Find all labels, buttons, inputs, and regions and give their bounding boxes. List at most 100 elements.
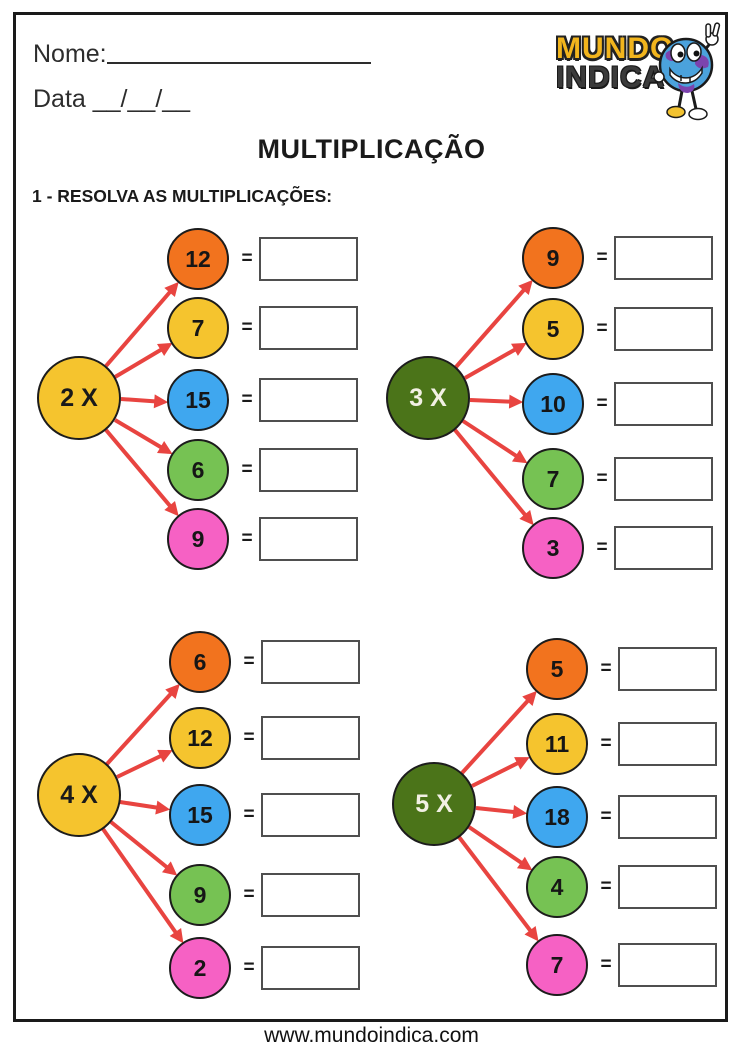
arrow [467, 825, 533, 871]
answer-box[interactable] [259, 378, 358, 422]
multiplication-row: 15 = [169, 784, 360, 846]
name-blank-line[interactable] [106, 62, 371, 64]
multiplicand-value: 7 [546, 465, 560, 492]
multiplication-row: 4 = [526, 856, 717, 918]
answer-box[interactable] [259, 517, 358, 561]
multiplicand-value: 5 [546, 315, 560, 342]
multiplication-row: 12 = [167, 228, 358, 290]
multiplication-row: 6 = [169, 631, 360, 693]
multiplicand-circle: 12 [169, 707, 231, 769]
equals-sign: = [241, 248, 253, 269]
multiplicand-value: 9 [191, 525, 205, 552]
arrow [105, 683, 180, 766]
answer-box[interactable] [618, 865, 717, 909]
answer-box[interactable] [259, 306, 358, 350]
multiplication-row: 18 = [526, 786, 717, 848]
answer-box[interactable] [261, 873, 360, 917]
multiplication-row: 15 = [167, 369, 358, 431]
multiplicand-value: 4 [550, 873, 564, 900]
arrow [104, 428, 179, 517]
multiplication-row: 6 = [167, 439, 358, 501]
multiplicand-circle: 18 [526, 786, 588, 848]
name-field: Nome: [33, 40, 371, 69]
arrow [453, 428, 534, 526]
multiplication-row: 10 = [522, 373, 713, 435]
multiplication-row: 9 = [167, 508, 358, 570]
multiplication-row: 7 = [526, 934, 717, 996]
arrow [454, 279, 533, 369]
answer-box[interactable] [618, 943, 717, 987]
equals-sign: = [241, 459, 253, 480]
arrow [101, 827, 184, 944]
multiplicand-value: 7 [191, 314, 205, 341]
multiplicand-circle: 7 [522, 448, 584, 510]
answer-box[interactable] [618, 722, 717, 766]
multiplication-row: 11 = [526, 713, 717, 775]
exercise-instruction: 1 - RESOLVA AS MULTIPLICAÇÕES: [32, 186, 333, 206]
multiplicand-circle: 5 [526, 638, 588, 700]
equals-sign: = [596, 247, 608, 268]
arrow [461, 419, 528, 464]
answer-box[interactable] [261, 640, 360, 684]
answer-box[interactable] [618, 647, 717, 691]
multiplicand-circle: 9 [522, 227, 584, 289]
answer-box[interactable] [614, 307, 713, 351]
equals-sign: = [241, 389, 253, 410]
multiplicand-circle: 9 [169, 864, 231, 926]
multiplication-row: 12 = [169, 707, 360, 769]
multiplicand-circle: 6 [169, 631, 231, 693]
arrow [460, 690, 537, 775]
equals-sign: = [241, 528, 253, 549]
mundo-indica-logo: MUNDO INDICA [556, 22, 726, 123]
multiplicand-circle: 12 [167, 228, 229, 290]
logo-word-indica: INDICA [556, 61, 666, 94]
multiplier-circle: 5 X [392, 762, 476, 846]
multiplicand-circle: 7 [526, 934, 588, 996]
multiplier-label: 3 X [409, 383, 447, 412]
answer-box[interactable] [261, 716, 360, 760]
answer-box[interactable] [614, 382, 713, 426]
answer-box[interactable] [259, 448, 358, 492]
multiplicand-value: 11 [544, 730, 570, 757]
answer-box[interactable] [614, 457, 713, 501]
multiplicand-value: 3 [546, 534, 560, 561]
name-label: Nome: [33, 40, 107, 68]
multiplication-row: 2 = [169, 937, 360, 999]
equals-sign: = [243, 884, 255, 905]
multiplication-row: 7 = [167, 297, 358, 359]
answer-box[interactable] [614, 526, 713, 570]
arrow [119, 800, 171, 815]
multiplication-row: 9 = [169, 864, 360, 926]
multiplicand-value: 5 [550, 655, 564, 682]
multiplicand-circle: 15 [167, 369, 229, 431]
multiplicand-value: 15 [187, 801, 213, 828]
multiplicand-circle: 4 [526, 856, 588, 918]
equals-sign: = [600, 954, 612, 975]
arrow [109, 820, 178, 876]
answer-box[interactable] [261, 946, 360, 990]
multiplicand-circle: 15 [169, 784, 231, 846]
equals-sign: = [596, 468, 608, 489]
equals-sign: = [243, 804, 255, 825]
multiplication-row: 3 = [522, 517, 713, 579]
arrow [104, 281, 179, 368]
arrow [457, 835, 539, 942]
equals-sign: = [596, 393, 608, 414]
answer-box[interactable] [259, 237, 358, 281]
answer-box[interactable] [614, 236, 713, 280]
multiplicand-value: 12 [185, 245, 211, 272]
multiplicand-circle: 6 [167, 439, 229, 501]
multiplier-circle: 4 X [37, 753, 121, 837]
equals-sign: = [596, 318, 608, 339]
multiplication-row: 5 = [522, 298, 713, 360]
multiplicand-value: 6 [191, 456, 205, 483]
answer-box[interactable] [261, 793, 360, 837]
multiplicand-circle: 3 [522, 517, 584, 579]
multiplicand-value: 9 [546, 244, 560, 271]
answer-box[interactable] [618, 795, 717, 839]
equals-sign: = [243, 957, 255, 978]
multiplicand-circle: 2 [169, 937, 231, 999]
date-field[interactable]: Data __/__/__ [33, 85, 191, 113]
